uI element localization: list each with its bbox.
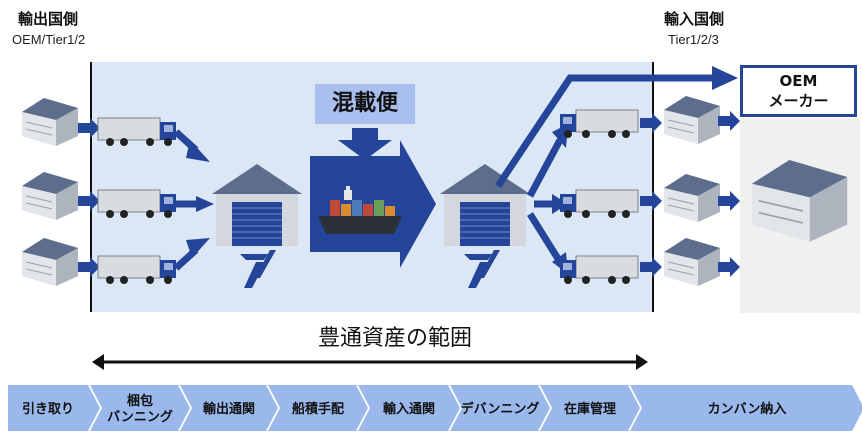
import-factory-3 [663, 237, 721, 287]
process-step-shape [268, 385, 368, 431]
process-step-shape [90, 385, 190, 431]
import-side-title: 輸入国側 [664, 10, 725, 28]
export-side-subtitle: OEM/Tier1/2 [12, 32, 86, 47]
process-step-shape [358, 385, 460, 431]
scope-arrow [92, 354, 648, 370]
process-step-shape [8, 385, 100, 431]
scope-label: 豊通資産の範囲 [317, 326, 472, 351]
import-short-arrows [640, 113, 662, 277]
process-step-shape [180, 385, 278, 431]
export-warehouse [211, 163, 303, 247]
export-truck-3 [97, 255, 177, 285]
import-truck-1 [559, 109, 639, 139]
process-step-shape [630, 385, 862, 431]
process-step-label: バンニング [107, 409, 173, 425]
export-side-title: 輸出国側 [18, 10, 79, 28]
import-factory-1 [663, 95, 721, 145]
process-step-shape [450, 385, 550, 431]
export-short-arrows [78, 118, 100, 277]
ship-arrow [310, 128, 436, 268]
oem-factory [751, 159, 849, 243]
oem-maker-box: OEM メーカー [740, 65, 857, 117]
process-step-label: デバンニング [461, 401, 540, 417]
export-truck-2 [97, 189, 177, 219]
process-step-label: 船積手配 [292, 401, 344, 417]
process-step-label: 梱包 [127, 393, 153, 409]
consolidated-shipping-label: 混載便 [315, 84, 415, 124]
import-warehouse [439, 163, 531, 247]
import-side-subtitle: Tier1/2/3 [668, 32, 719, 47]
oem-label: OEM [779, 72, 818, 90]
import-factory-2 [663, 173, 721, 223]
export-factory-2 [21, 171, 79, 221]
import-logo [464, 250, 500, 288]
import-truck-3 [559, 255, 639, 285]
process-step-label: 輸出通関 [203, 401, 255, 417]
process-step-label: 在庫管理 [564, 401, 616, 417]
export-logo [240, 250, 276, 288]
import-truck-2 [559, 189, 639, 219]
oem-arrows [718, 111, 740, 277]
process-step-label: カンバン納入 [708, 401, 787, 417]
process-step-label: 輸入通関 [383, 401, 435, 417]
container-ship-icon [318, 186, 402, 234]
maker-label: メーカー [768, 92, 829, 110]
export-factory-3 [21, 237, 79, 287]
export-factory-1 [21, 97, 79, 147]
export-truck-1 [97, 117, 177, 147]
import-split-arrows [495, 74, 716, 264]
process-step-shape [540, 385, 640, 431]
process-step-label: 引き取り [22, 402, 74, 417]
